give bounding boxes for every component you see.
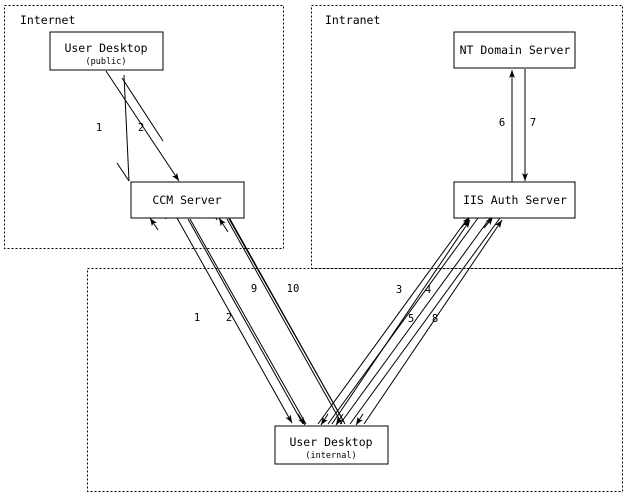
edge-label-7: 7 bbox=[530, 117, 536, 129]
node-user-desktop-internal[interactable]: User Desktop (internal) bbox=[274, 425, 389, 465]
node-sublabel-user-desktop-public: (public) bbox=[86, 57, 127, 67]
flow-arrowheads-internal-desktop bbox=[297, 413, 364, 426]
flow-nt-domain-iis bbox=[509, 69, 528, 182]
edge-label-4: 4 bbox=[425, 284, 431, 296]
edge-label-5: 5 bbox=[408, 313, 414, 325]
node-label-nt-domain-server: NT Domain Server bbox=[460, 43, 571, 57]
flow-iis-internal-desktop bbox=[317, 217, 503, 425]
node-user-desktop-public[interactable]: User Desktop (public) bbox=[49, 31, 164, 71]
zone-lower-boundary bbox=[87, 268, 623, 492]
node-sublabel-user-desktop-internal: (internal) bbox=[305, 451, 356, 461]
node-ccm-server[interactable]: CCM Server bbox=[130, 181, 245, 219]
edge-label-2-internal: 2 bbox=[226, 312, 232, 324]
edge-label-2-public: 2 bbox=[138, 122, 144, 134]
node-nt-domain-server[interactable]: NT Domain Server bbox=[453, 31, 576, 69]
edge-label-6: 6 bbox=[499, 117, 505, 129]
edge-label-1-public: 1 bbox=[96, 122, 102, 134]
zone-intranet-boundary bbox=[311, 5, 623, 269]
edge-label-10: 10 bbox=[287, 283, 300, 295]
flow-arrowheads-ccm-server bbox=[149, 217, 229, 233]
node-label-user-desktop-internal: User Desktop bbox=[289, 435, 372, 449]
node-label-user-desktop-public: User Desktop bbox=[64, 41, 147, 55]
edge-label-1-internal: 1 bbox=[194, 312, 200, 324]
node-label-iis-auth-server: IIS Auth Server bbox=[463, 193, 567, 207]
flow-arrowheads-iis-server bbox=[460, 216, 494, 229]
zone-label-internet: Internet bbox=[20, 13, 75, 27]
zone-label-intranet: Intranet bbox=[325, 13, 380, 27]
flow-ccm-internal-desktop-left bbox=[159, 208, 307, 425]
flow-public-desktop-ccm bbox=[105, 70, 180, 182]
edge-label-8: 8 bbox=[432, 313, 438, 325]
zone-internet-boundary bbox=[4, 5, 284, 249]
edge-label-9: 9 bbox=[251, 283, 257, 295]
node-label-ccm-server: CCM Server bbox=[152, 193, 221, 207]
node-iis-auth-server[interactable]: IIS Auth Server bbox=[453, 181, 576, 219]
flow-ccm-internal-desktop-right bbox=[210, 209, 346, 425]
edge-label-3: 3 bbox=[396, 284, 402, 296]
